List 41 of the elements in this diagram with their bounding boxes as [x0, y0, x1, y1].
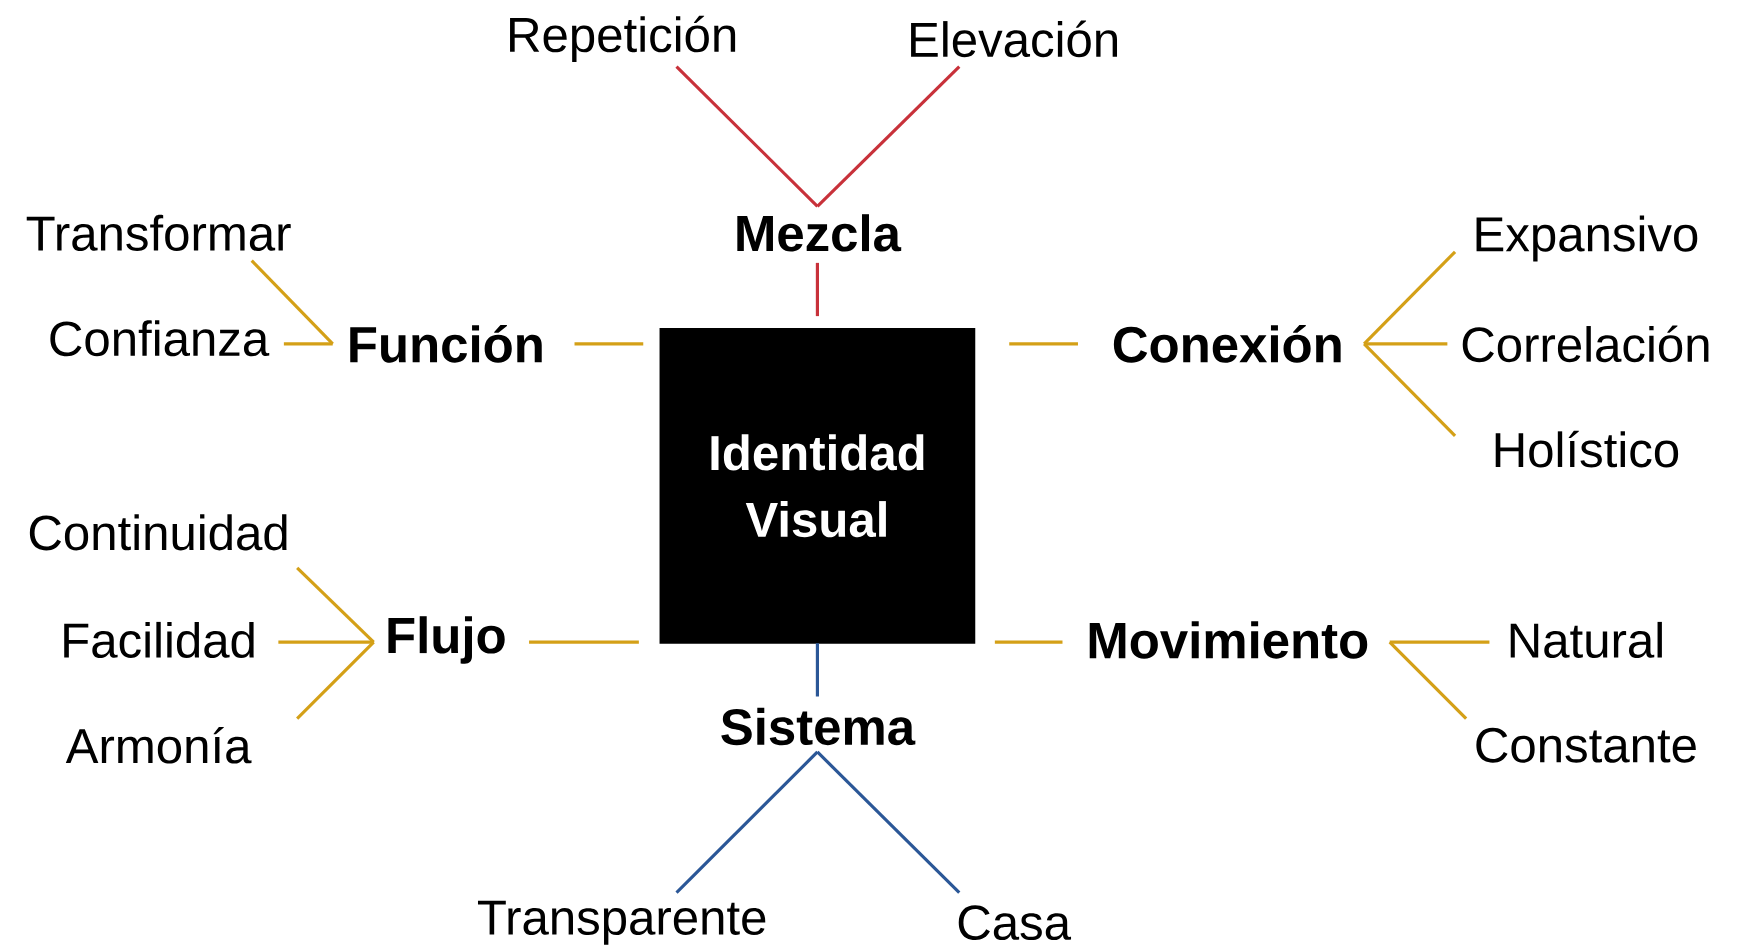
- central-box: Identidad Visual: [659, 327, 976, 644]
- category-label: Conexión: [1113, 324, 1341, 363]
- connector-line: [1388, 640, 1468, 720]
- keyword-label: Casa: [958, 905, 1072, 940]
- connector-line: [278, 640, 374, 644]
- category-label: Movimiento: [1089, 621, 1368, 659]
- keyword-label: Transformar: [26, 214, 291, 251]
- connector-line: [1389, 640, 1490, 644]
- connector-line: [1009, 342, 1078, 346]
- keyword-label: Constante: [1476, 727, 1696, 763]
- category-label: Sistema: [721, 707, 916, 745]
- connector-line: [1363, 250, 1457, 345]
- category-label: Flujo: [388, 616, 505, 664]
- connector-line: [675, 65, 819, 208]
- keyword-label: Repetición: [510, 15, 736, 62]
- connector-line: [1364, 342, 1448, 346]
- connector-line: [816, 750, 961, 894]
- keyword-label: Correlación: [1462, 325, 1709, 362]
- connector-line: [1363, 342, 1457, 437]
- connector-line: [815, 643, 819, 697]
- keyword-label: Confianza: [50, 319, 270, 357]
- connector-line: [283, 342, 333, 346]
- connector-line: [296, 566, 375, 644]
- connector-line: [994, 640, 1063, 644]
- connector-line: [250, 259, 334, 345]
- category-label: Función: [350, 324, 542, 363]
- keyword-label: Armonía: [65, 726, 252, 764]
- keyword-label: Expansivo: [1476, 215, 1698, 262]
- connector-line: [574, 342, 644, 346]
- keyword-label: Elevación: [911, 20, 1117, 57]
- category-label: Mezcla: [737, 213, 902, 252]
- connector-line: [296, 640, 375, 720]
- connector-line: [816, 65, 961, 208]
- connector-line: [529, 640, 639, 644]
- connector-line: [815, 262, 819, 316]
- connector-line: [675, 750, 819, 894]
- keyword-label: Natural: [1510, 621, 1662, 658]
- keyword-label: Holístico: [1495, 430, 1679, 468]
- keyword-label: Transparente: [478, 900, 766, 945]
- keyword-label: Continuidad: [29, 514, 287, 551]
- keyword-label: Facilidad: [64, 621, 254, 658]
